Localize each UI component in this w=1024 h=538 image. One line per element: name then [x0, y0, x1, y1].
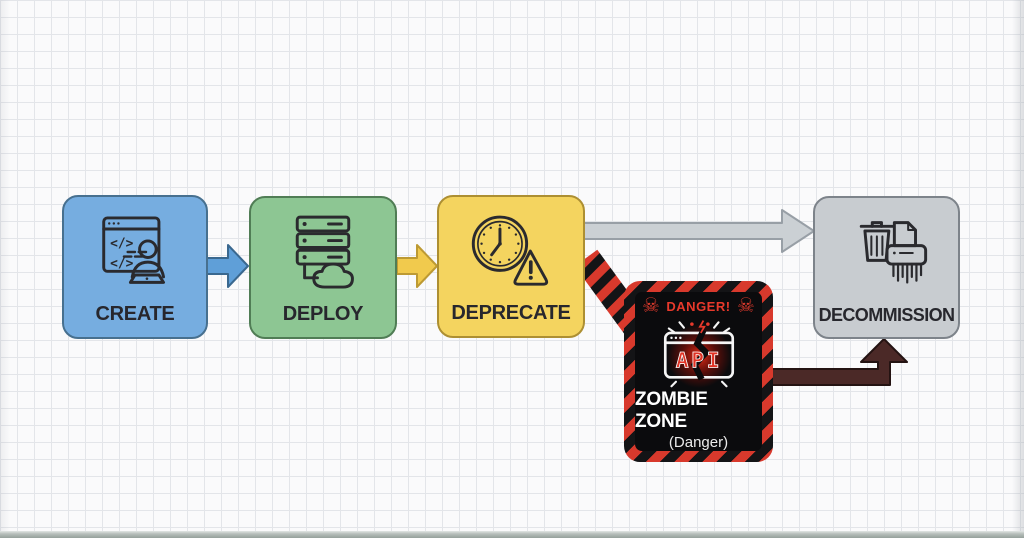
paper-bottom-edge	[0, 531, 1024, 538]
node-zombie-zone-sublabel: (Danger)	[668, 434, 729, 451]
api-icon-text: API	[675, 349, 721, 374]
node-deprecate: DEPRECATE	[437, 195, 585, 338]
zombie-zone-panel: ☠ DANGER! ☠	[635, 292, 762, 451]
arrow-create-to-deploy	[206, 244, 249, 288]
arrow-deprecate-to-decommission	[582, 209, 815, 253]
node-zombie-zone: ☠ DANGER! ☠	[624, 281, 773, 462]
node-decommission: DECOMMISSION	[813, 196, 960, 339]
server-stack-cloud-icon	[295, 215, 354, 289]
svg-text:</>: </>	[110, 236, 134, 251]
paper-left-edge	[0, 0, 10, 538]
danger-banner: ☠ DANGER! ☠	[635, 292, 762, 317]
skull-crossbones-icon: ☠	[737, 295, 755, 317]
trash-shredder-icon	[859, 221, 927, 284]
node-zombie-zone-label: ZOMBIE ZONE	[635, 389, 708, 432]
node-deploy-label: DEPLOY	[282, 303, 364, 325]
broken-api-window-icon: API	[663, 320, 734, 388]
svg-text:</>: </>	[110, 257, 134, 272]
developer-code-window-icon: </> </>	[102, 216, 165, 284]
skull-crossbones-icon: ☠	[642, 295, 660, 317]
node-deprecate-label: DEPRECATE	[451, 302, 571, 324]
node-create: </> </> CREATE	[62, 195, 208, 339]
node-deploy: DEPLOY	[249, 196, 397, 339]
arrow-deploy-to-deprecate	[396, 244, 438, 288]
paper-right-edge	[1012, 0, 1024, 538]
arrow-zombie-to-decommission	[764, 338, 908, 386]
node-create-label: CREATE	[95, 303, 175, 325]
clock-warning-icon	[471, 215, 549, 286]
node-decommission-label: DECOMMISSION	[818, 305, 955, 325]
danger-banner-label: DANGER!	[666, 298, 731, 314]
